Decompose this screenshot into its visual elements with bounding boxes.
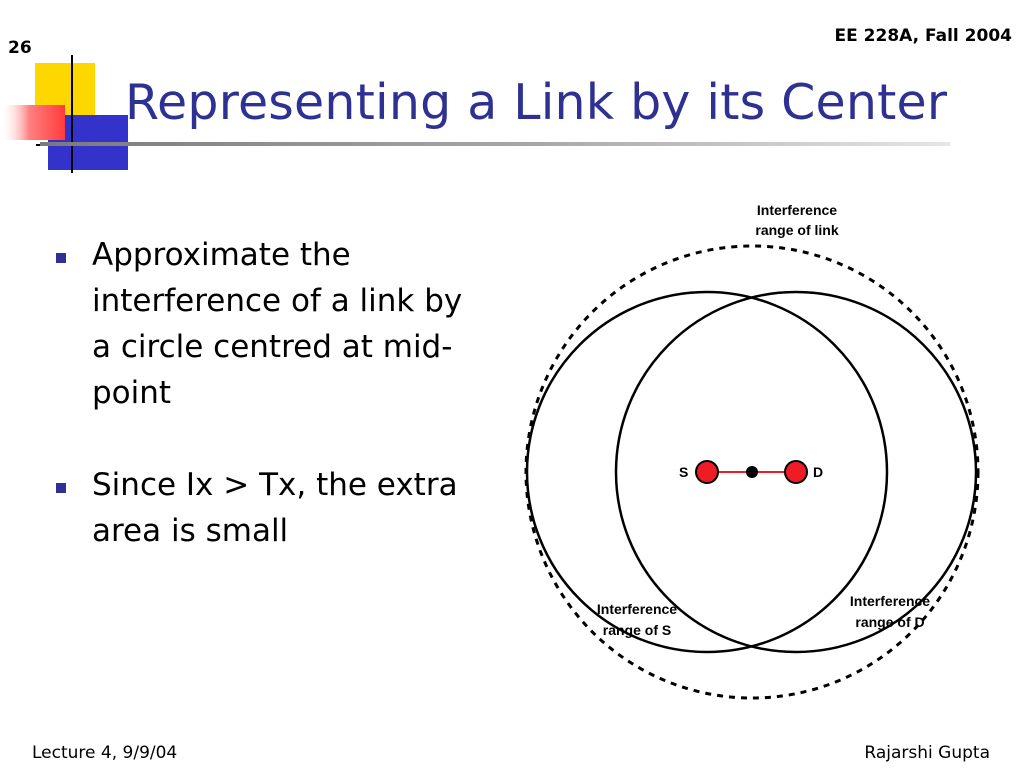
slide-number: 26 (8, 38, 32, 58)
link-range-label-line1: Interference (757, 202, 837, 218)
dest-node-label: D (813, 464, 823, 480)
footer-lecture-date: Lecture 4, 9/9/04 (32, 743, 178, 763)
title-divider (40, 142, 950, 146)
interference-diagram: S D Interference range of link Interfere… (524, 202, 980, 700)
bullet-text: Approximate the interference of a link b… (92, 237, 463, 411)
bullet-list: Approximate the interference of a link b… (52, 232, 472, 600)
square-bullet-icon (56, 483, 66, 493)
title-decoration (0, 55, 128, 173)
source-node (695, 460, 719, 484)
dest-interference-circle (614, 290, 978, 654)
dest-range-label-line1: Interference (850, 593, 930, 609)
source-range-label-line1: Interference (597, 601, 677, 617)
source-interference-circle (525, 290, 889, 654)
source-node-label: S (679, 464, 688, 480)
footer-author: Rajarshi Gupta (864, 743, 990, 763)
dest-node (784, 460, 808, 484)
bullet-item: Since Ix > Tx, the extra area is small (52, 462, 472, 554)
dest-range-label-line2: range of D (855, 614, 924, 630)
link-midpoint (746, 466, 758, 478)
slide-title: Representing a Link by its Center (125, 74, 948, 131)
bullet-item: Approximate the interference of a link b… (52, 232, 472, 416)
source-range-label-line2: range of S (603, 622, 671, 638)
bullet-text: Since Ix > Tx, the extra area is small (92, 467, 458, 549)
link-range-label-line2: range of link (755, 222, 838, 238)
square-bullet-icon (56, 253, 66, 263)
course-label: EE 228A, Fall 2004 (834, 26, 1012, 46)
